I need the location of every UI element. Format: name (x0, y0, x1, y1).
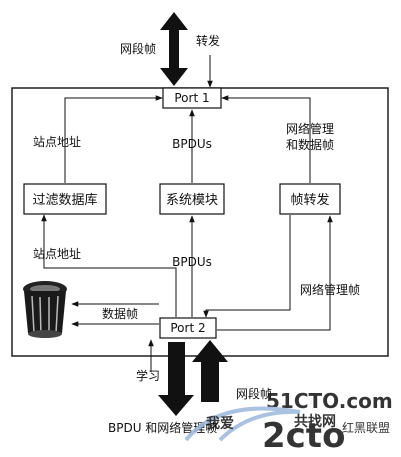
frameforward-to-port2-arrow (203, 215, 291, 318)
station-addr-lower-label: 站点地址 (33, 247, 81, 261)
watermark-logo-text: 2cto (262, 416, 345, 456)
port1-label: Port 1 (174, 91, 209, 105)
filter-database-label: 过滤数据库 (32, 192, 97, 208)
segment-frame-bottom-label: 网段帧 (236, 386, 272, 401)
frame-forward-label: 帧转发 (290, 192, 329, 208)
segment-frame-top-label: 网段帧 (120, 41, 156, 56)
watermark-league-text: 红黑联盟 (342, 420, 390, 435)
forward-top-label: 转发 (196, 33, 220, 48)
station-addr-upper-label: 站点地址 (33, 135, 81, 149)
net-mgmt-data-label-2: 和数据帧 (286, 137, 334, 152)
watermark-cn-text: 我爱 (206, 416, 234, 432)
system-module-label: 系统模块 (166, 193, 218, 208)
port2-label: Port 2 (170, 321, 205, 335)
data-frame-label: 数据帧 (102, 306, 138, 321)
port1-box (162, 87, 222, 109)
bottom-thick-down-arrow (158, 342, 194, 416)
bpdus-lower-label: BPDUs (172, 255, 212, 269)
filter-database-box (23, 183, 107, 215)
port2-to-frameforward-arrow (217, 215, 333, 331)
net-mgmt-frame-label: 网络管理帧 (300, 282, 360, 297)
bpdus-upper-label: BPDUs (172, 137, 212, 151)
frame-forward-box (279, 183, 341, 215)
trash-bin-icon (23, 281, 67, 338)
net-mgmt-data-label-1: 网络管理 (286, 121, 334, 136)
bpdu-and-mgmt-label: BPDU 和网络管理帧 (108, 420, 217, 435)
learn-label: 学习 (136, 368, 160, 383)
port2-to-filterdb-arrow (41, 214, 177, 317)
system-module-box (159, 183, 225, 215)
filterdb-to-port1-arrow (64, 95, 163, 183)
port2-box (159, 317, 217, 339)
watermark: 51CTO.com 2cto 我爱 共找网 红黑联盟 (184, 389, 393, 456)
bottom-thick-up-arrow (192, 340, 228, 402)
watermark-swirl-icon (184, 406, 301, 442)
watermark-cn-text-2: 共找网 (294, 413, 336, 430)
top-thick-bidirectional-arrow (160, 12, 188, 86)
frameforward-to-port1-arrow (221, 95, 311, 183)
